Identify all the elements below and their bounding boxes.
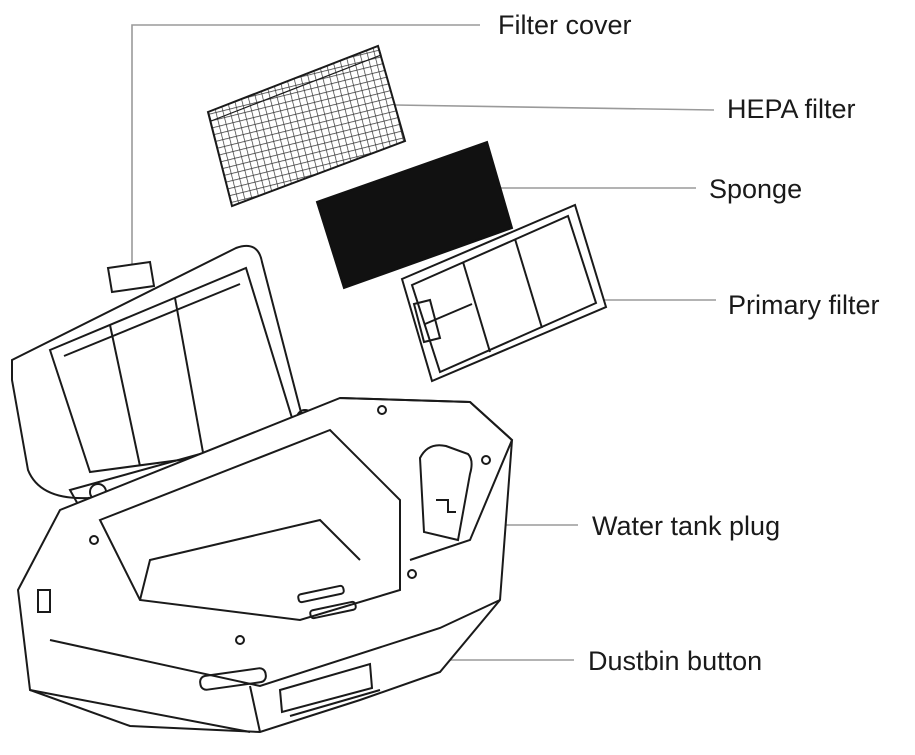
label-dustbin-button: Dustbin button — [588, 648, 762, 675]
label-primary-filter: Primary filter — [728, 292, 880, 319]
leader-hepa — [395, 105, 714, 110]
label-filter-cover: Filter cover — [498, 12, 632, 39]
label-water-tank-plug: Water tank plug — [592, 513, 780, 540]
label-sponge: Sponge — [709, 176, 802, 203]
label-hepa-filter: HEPA filter — [727, 96, 856, 123]
